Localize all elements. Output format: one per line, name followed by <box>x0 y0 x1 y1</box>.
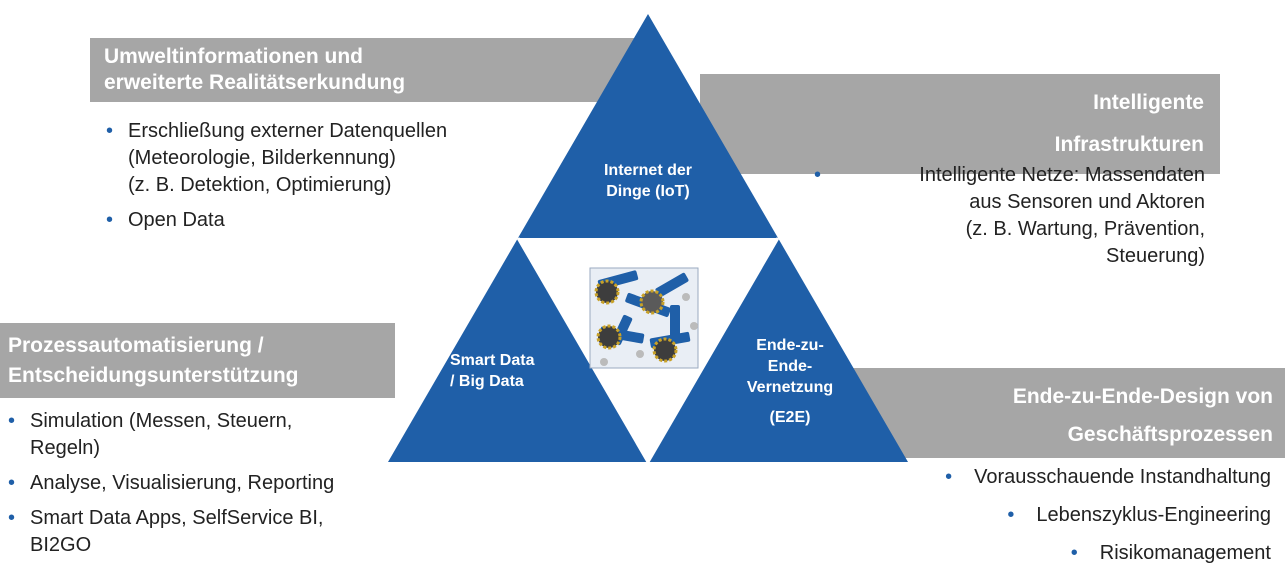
label-line: (E2E) <box>769 409 811 426</box>
list-item: Smart Data Apps, SelfService BI, BI2GO <box>8 505 438 559</box>
list-item: Erschließung externer Datenquellen (Mete… <box>106 118 566 199</box>
list-item-line: (Meteorologie, Bilderkennung) <box>128 147 396 169</box>
list-item-line: Open Data <box>128 209 225 231</box>
bullet-list-infrastrukturen: • Intelligente Netze: Massendaten aus Se… <box>800 162 1205 270</box>
banner-line: erweiterte Realitätserkundung <box>104 71 406 94</box>
triangle-label-iot: Internet der Dinge (IoT) <box>573 160 723 202</box>
label-line: Internet der <box>603 162 692 179</box>
banner-line: Prozessautomatisierung / <box>8 334 264 357</box>
list-item-line: Simulation (Messen, Steuern, <box>30 410 293 432</box>
list-item: Analyse, Visualisierung, Reporting <box>8 470 438 497</box>
banner-umweltinformationen: Umweltinformationen und erweiterte Reali… <box>90 38 650 102</box>
banner-prozessautomatisierung: Prozessautomatisierung / Entscheidungsun… <box>0 323 395 398</box>
list-item-line: Steuerung) <box>1106 245 1205 267</box>
bullet-list-prozessautomatisierung: Simulation (Messen, Steuern, Regeln) Ana… <box>8 408 438 567</box>
banner-line: Entscheidungsunterstützung <box>8 364 299 387</box>
list-item: • Intelligente Netze: Massendaten aus Se… <box>800 162 1205 270</box>
banner-line: Ende-zu-Ende-Design von <box>1012 385 1273 408</box>
list-item-line: Regeln) <box>30 437 101 459</box>
list-item: Simulation (Messen, Steuern, Regeln) <box>8 408 438 462</box>
separator-line <box>516 237 650 463</box>
list-item-line: (z. B. Detektion, Optimierung) <box>128 174 392 196</box>
separator-line <box>646 237 780 463</box>
list-item-line: Analyse, Visualisierung, Reporting <box>30 472 335 494</box>
label-line: Vernetzung <box>746 379 834 396</box>
list-item-line: Smart Data Apps, SelfService BI, <box>30 507 324 529</box>
banner-intelligente-infrastrukturen: Intelligente Infrastrukturen <box>700 74 1220 174</box>
label-line: Smart Data <box>450 352 535 369</box>
gears-network-icon <box>589 267 699 369</box>
list-item-line: Erschließung externer Datenquellen <box>128 120 448 142</box>
label-line: Dinge (IoT) <box>606 183 690 200</box>
banner-line: Umweltinformationen und <box>104 45 363 68</box>
list-item-line: Intelligente Netze: Massendaten <box>919 164 1205 186</box>
list-item: Open Data <box>106 207 566 234</box>
label-line: / Big Data <box>450 373 524 390</box>
list-item-line: (z. B. Wartung, Prävention, <box>965 218 1205 240</box>
label-line: Ende-zu- <box>756 337 824 354</box>
triangle-label-smart-data: Smart Data / Big Data <box>450 350 550 392</box>
list-item-line: aus Sensoren und Aktoren <box>969 191 1205 213</box>
label-line: Ende- <box>767 358 813 375</box>
banner-line: Intelligente <box>1093 91 1204 114</box>
triangle-label-e2e: Ende-zu- Ende- Vernetzung (E2E) <box>725 335 855 428</box>
bullet-list-umweltinformationen: Erschließung externer Datenquellen (Mete… <box>106 118 566 242</box>
bullet-icon: • <box>814 164 822 186</box>
banner-line: Geschäftsprozessen <box>1067 423 1273 446</box>
banner-line: Infrastrukturen <box>1054 133 1204 156</box>
list-item-line: BI2GO <box>30 534 92 556</box>
